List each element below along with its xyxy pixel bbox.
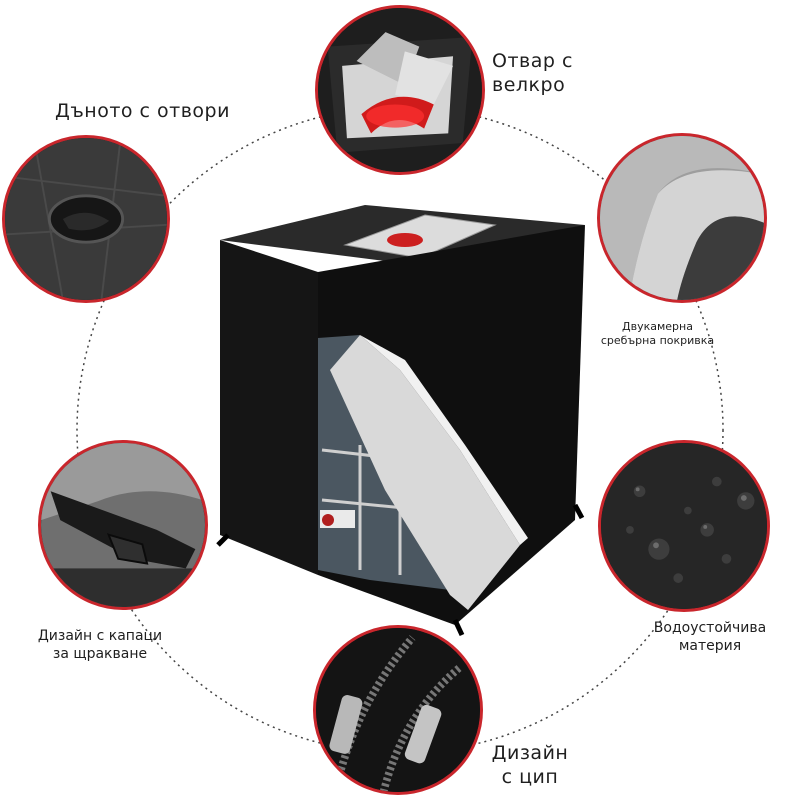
bottom-holes-image [5, 138, 167, 300]
snap-buckles-label: Дизайн с капаци за щракване [20, 628, 180, 663]
velcro-opening-callout [315, 5, 485, 175]
waterproof-fabric-callout [598, 440, 770, 612]
silver-coating-label-line-1: Двукамерна [622, 320, 693, 333]
bottom-holes-callout [2, 135, 170, 303]
waterproof-fabric-label: Водоустойчива материя [630, 620, 790, 655]
zipper-design-label-line-1: Дизайн [491, 742, 569, 764]
silver-coating-image [600, 136, 764, 300]
snap-buckles-label-line-1: Дизайн с капаци [37, 628, 163, 644]
zipper-design-image [316, 628, 480, 792]
snap-buckles-image [41, 443, 205, 607]
ibc-tank-cover-product [216, 205, 585, 637]
zipper-design-callout [313, 625, 483, 795]
silver-coating-label-line-2: сребърна покривка [600, 333, 715, 347]
velcro-opening-image [318, 8, 482, 172]
silver-coating-callout [597, 133, 767, 303]
waterproof-fabric-image [601, 443, 767, 609]
snap-buckles-callout [38, 440, 208, 610]
waterproof-fabric-label-line-2: материя [678, 637, 742, 654]
velcro-opening-label: Отвар с велкро [492, 50, 573, 96]
bottom-holes-label: Дъното с отвори [55, 100, 230, 122]
waterproof-fabric-label-line-1: Водоустойчива [653, 620, 767, 636]
zipper-design-label-line-2: с цип [501, 765, 559, 788]
silver-coating-label: Двукамерна сребърна покривка [595, 320, 720, 348]
snap-buckles-label-line-2: за щракване [52, 645, 148, 662]
zipper-design-label: Дизайн с цип [480, 742, 580, 790]
